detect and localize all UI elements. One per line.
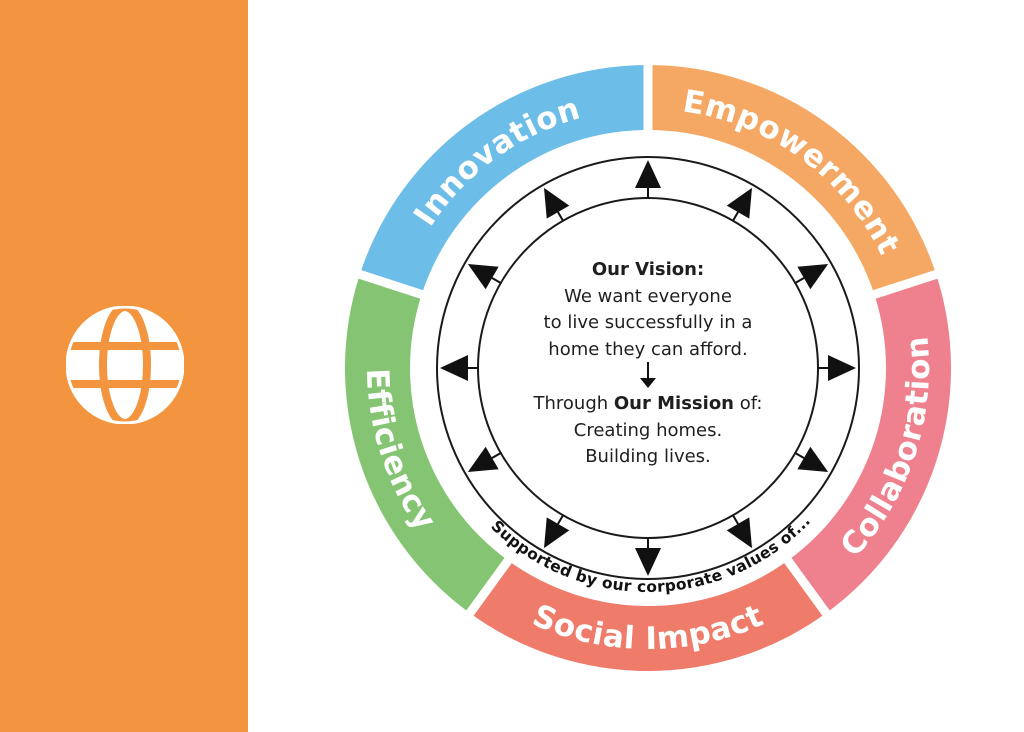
vision-heading: Our Vision: bbox=[591, 259, 705, 280]
outward-arrow-icon bbox=[726, 514, 752, 549]
segment-gap bbox=[868, 268, 943, 301]
segment-gap bbox=[353, 268, 428, 301]
outward-arrow-icon bbox=[726, 187, 752, 222]
mission-line: Building lives. bbox=[585, 446, 711, 467]
value-segment-social-impact bbox=[469, 560, 827, 672]
value-segment-efficiency bbox=[345, 274, 509, 614]
outward-arrow-icon bbox=[635, 538, 661, 576]
segment-gap bbox=[781, 553, 833, 620]
outward-arrow-icon bbox=[635, 160, 661, 198]
value-segment-innovation bbox=[359, 65, 648, 295]
side-panel bbox=[0, 0, 248, 732]
outward-arrow-icon bbox=[544, 514, 570, 549]
value-segment-empowerment bbox=[648, 65, 937, 295]
outward-arrow-icon bbox=[467, 446, 502, 472]
value-segment-collaboration bbox=[787, 274, 951, 614]
outward-arrow-icon bbox=[440, 355, 478, 381]
outward-arrow-icon bbox=[467, 264, 502, 290]
outward-arrow-icon bbox=[544, 187, 570, 222]
down-arrow-icon bbox=[640, 362, 656, 388]
vision-line: home they can afford. bbox=[548, 338, 748, 360]
mission-heading: Through Our Mission of: bbox=[498, 391, 798, 418]
outward-arrow-icon bbox=[794, 446, 829, 472]
outward-arrow-icon bbox=[818, 355, 856, 381]
globe-icon bbox=[66, 306, 184, 424]
vision-line: to live successfully in a bbox=[543, 312, 753, 333]
outward-arrow-icon bbox=[794, 264, 829, 290]
vision-block: Our Vision: We want everyone to live suc… bbox=[498, 257, 798, 363]
mission-line: Creating homes. bbox=[573, 419, 723, 441]
mission-suffix: of: bbox=[734, 393, 763, 414]
vision-line: We want everyone bbox=[564, 285, 732, 307]
mission-block: Through Our Mission of: Creating homes. … bbox=[498, 391, 798, 471]
mission-prefix: Through bbox=[533, 393, 614, 414]
mission-bold: Our Mission bbox=[613, 393, 734, 414]
outer-black-circle bbox=[436, 156, 860, 580]
segment-gap bbox=[463, 553, 515, 620]
